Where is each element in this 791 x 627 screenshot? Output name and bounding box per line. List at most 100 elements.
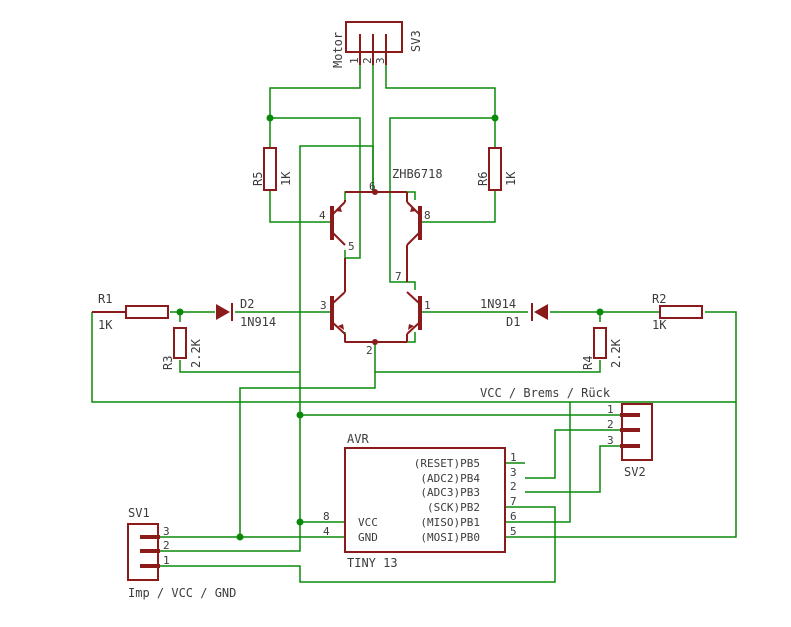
resistor-r2: R2 1K — [652, 292, 703, 332]
sv2-name: SV2 — [624, 465, 646, 479]
resistor-r3: R3 2.2K — [161, 327, 203, 370]
junction — [176, 308, 184, 316]
r5-name: R5 — [251, 172, 265, 186]
r6-value: 1K — [504, 171, 518, 186]
mcu-pin-number: 3 — [510, 466, 517, 479]
q3-arrow — [338, 324, 344, 330]
junction — [491, 114, 499, 122]
d2-value: 1N914 — [240, 315, 276, 329]
diode-d2: D2 1N914 — [216, 297, 276, 329]
junction — [596, 308, 604, 316]
junction — [296, 518, 304, 526]
r2-body — [659, 305, 703, 319]
sv3-pin-label: 3 — [374, 57, 387, 64]
wire-sv1-pin3 — [160, 520, 301, 552]
sv1-pin-label: 1 — [163, 554, 170, 567]
mcu-power-label: VCC — [358, 516, 378, 529]
q1-lead — [406, 321, 421, 335]
sv3-pin-label: 2 — [361, 57, 374, 64]
wire-pb0 — [505, 402, 737, 538]
mcu-value: TINY 13 — [347, 556, 398, 570]
r5-value: 1K — [279, 171, 293, 186]
mcu-power-number: 4 — [323, 525, 330, 538]
junction — [236, 533, 244, 541]
connector-sv2: 1 2 3 SV2 VCC / Brems / Rück — [480, 386, 653, 479]
r3-body — [173, 327, 187, 359]
bridge-pin-number: 6 — [369, 180, 376, 193]
bridge-pin-number: 2 — [366, 344, 373, 357]
sv1-value: Imp / VCC / GND — [128, 586, 236, 600]
bridge-pin-number: 5 — [348, 240, 355, 253]
wire-gnd-rail — [239, 342, 376, 537]
r1-name: R1 — [98, 292, 112, 306]
r2-value: 1K — [652, 318, 667, 332]
wire-r6-to-q8base — [422, 190, 496, 223]
d1-triangle — [534, 304, 548, 320]
sv1-pin-label: 2 — [163, 539, 170, 552]
wire-node-left-to-q4 — [270, 117, 361, 259]
r3-name: R3 — [161, 356, 175, 370]
sv3-value: Motor — [331, 32, 345, 68]
bridge-pin-number: 8 — [424, 209, 431, 222]
wire-r5-to-q4base — [269, 190, 330, 223]
resistor-r1: R1 1K — [92, 292, 169, 332]
r5-body — [263, 147, 277, 191]
junction — [266, 114, 274, 122]
mcu-name: AVR — [347, 432, 369, 446]
q8-lead — [406, 231, 421, 246]
r1-body — [125, 305, 169, 319]
sv2-pin-label: 2 — [607, 418, 614, 431]
resistor-r5: R5 1K — [251, 147, 293, 191]
mcu-pin-label: (MOSI)PB0 — [420, 531, 480, 544]
mcu-pin-label: (MISO)PB1 — [420, 516, 480, 529]
wire-sv2-pin2 — [525, 429, 620, 479]
r3-value: 2.2K — [189, 338, 203, 368]
r6-body — [488, 147, 502, 191]
bridge-pin-number: 7 — [395, 270, 402, 283]
mcu-pin-number: 7 — [510, 495, 517, 508]
connector-sv1: 3 2 1 SV1 Imp / VCC / GND — [127, 506, 236, 600]
mcu-body — [344, 447, 506, 553]
q4-lead — [331, 231, 346, 246]
q3-lead — [331, 291, 346, 305]
d1-value: 1N914 — [480, 297, 516, 311]
mcu-pin-label: (ADC3)PB3 — [420, 486, 480, 499]
q3-lead — [331, 321, 346, 335]
wire-node-right-to-q7 — [389, 117, 495, 290]
d2-name: D2 — [240, 297, 254, 311]
bridge-zhb6718: ZHB6718 4 8 6 5 7 3 1 — [319, 167, 443, 357]
q8-arrow — [410, 206, 416, 212]
wire-pb1 — [505, 402, 571, 523]
r2-name: R2 — [652, 292, 666, 306]
bridge-pin-number: 3 — [320, 299, 327, 312]
sv3-name: SV3 — [409, 30, 423, 52]
resistor-r4: R4 2.2K — [581, 327, 623, 370]
bridge-pin-number: 4 — [319, 209, 326, 222]
diode-d1: 1N914 D1 — [480, 297, 548, 329]
resistor-r6: R6 1K — [476, 147, 518, 191]
wire-vcc-rail — [299, 145, 374, 520]
wire-pb2 — [160, 506, 556, 583]
mcu-attiny13: AVR TINY 13 (RESET)PB5 (ADC2)PB4 (ADC3)P… — [323, 432, 517, 570]
d1-name: D1 — [506, 315, 520, 329]
q1-arrow — [408, 324, 414, 330]
r4-body — [593, 327, 607, 359]
sv3-pin-label: 1 — [348, 57, 361, 64]
sv2-pin-label: 3 — [607, 434, 614, 447]
sv2-value: VCC / Brems / Rück — [480, 386, 611, 400]
sv2-pin-label: 1 — [607, 403, 614, 416]
sv1-name: SV1 — [128, 506, 150, 520]
mcu-pin-number: 2 — [510, 480, 517, 493]
sv1-pin-label: 3 — [163, 525, 170, 538]
q4-arrow — [336, 206, 342, 212]
junction — [296, 411, 304, 419]
d2-triangle — [216, 304, 230, 320]
r4-value: 2.2K — [609, 338, 623, 368]
mcu-power-label: GND — [358, 531, 378, 544]
mcu-pin-number: 6 — [510, 510, 517, 523]
mcu-pin-label: (RESET)PB5 — [414, 457, 480, 470]
wire-r4-bottom — [375, 360, 601, 373]
bridge-name: ZHB6718 — [392, 167, 443, 181]
wire-r3-bottom — [179, 360, 300, 373]
